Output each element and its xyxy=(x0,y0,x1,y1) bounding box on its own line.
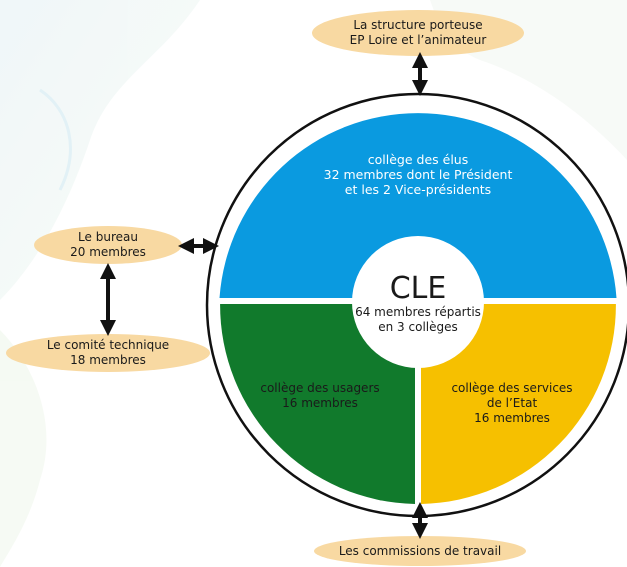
segment-college-usagers xyxy=(220,304,415,504)
segment-college-elus xyxy=(219,113,617,298)
bureau-line1: Le bureau xyxy=(78,230,138,244)
cle-title: CLE xyxy=(390,271,447,306)
college-elus-line1: collège des élus xyxy=(368,152,468,167)
cle-center-circle xyxy=(352,236,484,368)
bureau-line2: 20 membres xyxy=(70,245,146,259)
college-etat-line3: 16 membres xyxy=(474,411,550,425)
college-etat-line2: de l’Etat xyxy=(487,396,538,410)
structure-porteuse-line2: EP Loire et l’animateur xyxy=(350,33,487,47)
box-commissions-travail xyxy=(314,536,526,566)
box-bureau xyxy=(34,226,182,264)
college-etat-line1: collège des services xyxy=(451,381,572,395)
comite-technique-line1: Le comité technique xyxy=(47,338,169,352)
college-elus-line3: et les 2 Vice-présidents xyxy=(345,182,491,197)
cle-line1: 64 membres répartis xyxy=(355,305,481,319)
college-elus-line2: 32 membres dont le Président xyxy=(324,167,513,182)
box-structure-porteuse xyxy=(312,10,524,56)
segment-college-etat xyxy=(421,304,616,504)
cle-line2: en 3 collèges xyxy=(378,320,458,334)
commissions-travail-label: Les commissions de travail xyxy=(339,544,501,558)
college-usagers-line1: collège des usagers xyxy=(260,381,379,395)
comite-technique-line2: 18 membres xyxy=(70,353,146,367)
box-comite-technique xyxy=(6,334,210,372)
college-usagers-line2: 16 membres xyxy=(282,396,358,410)
structure-porteuse-line1: La structure porteuse xyxy=(353,18,482,32)
